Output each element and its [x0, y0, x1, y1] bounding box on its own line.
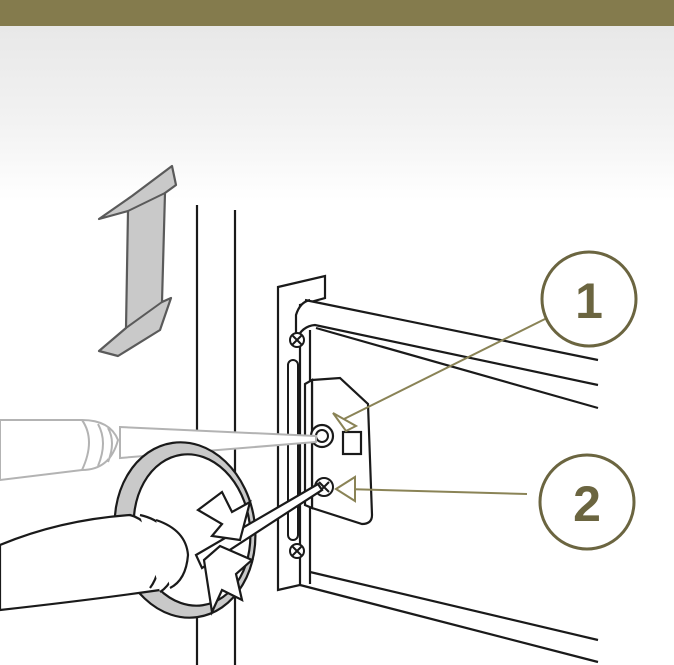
- screwdriver: [0, 482, 324, 612]
- header-band: [0, 0, 674, 26]
- callout-1: 1: [540, 250, 638, 348]
- rotation-arrow-icon: [196, 490, 255, 616]
- callout-1-label: 1: [575, 273, 603, 329]
- callout-2-label: 2: [573, 476, 601, 532]
- double-headed-vertical-arrow-icon: [97, 164, 178, 358]
- hinge-bracket: [303, 376, 374, 526]
- callout-leader-lines: [332, 317, 548, 503]
- background-panel: [0, 26, 674, 200]
- callout-2: 2: [538, 453, 636, 551]
- mounting-rail: [287, 332, 305, 559]
